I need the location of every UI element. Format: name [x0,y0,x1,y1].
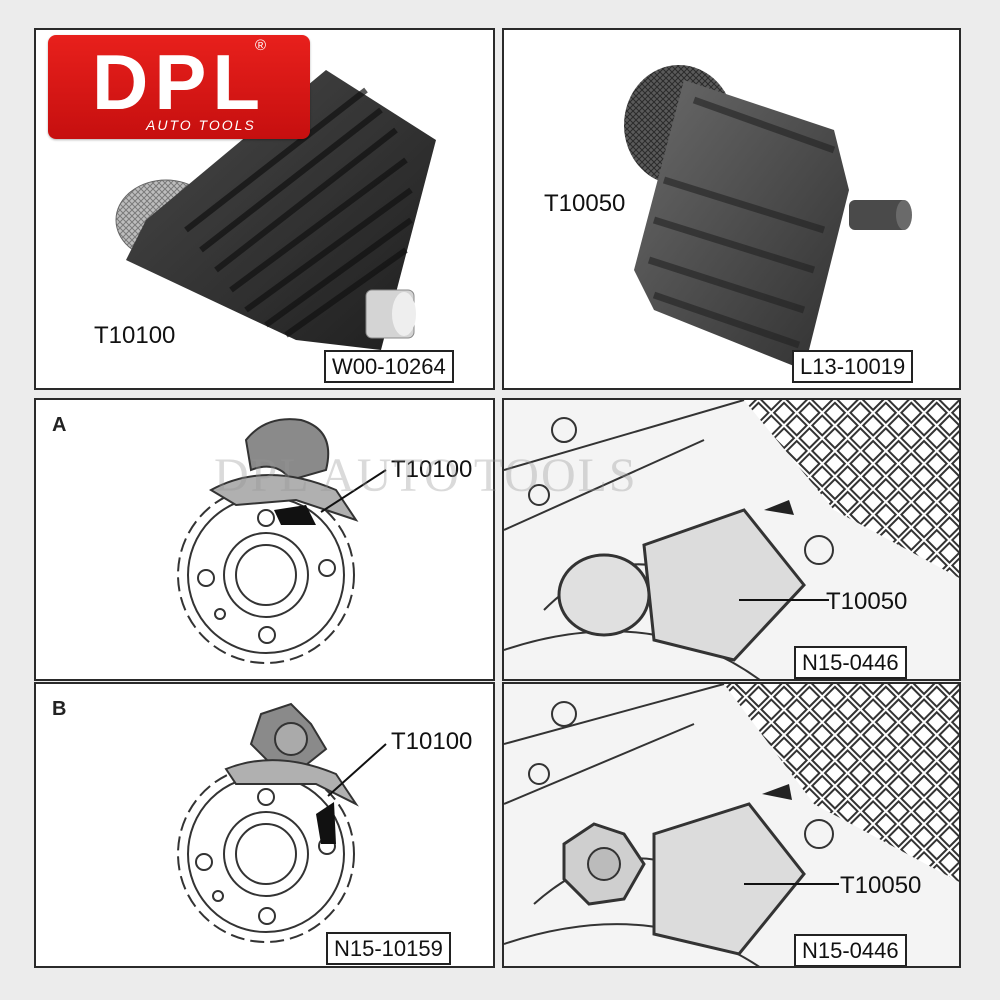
tool-label: T10050 [544,190,626,217]
diagram-letter: B [52,698,67,720]
part-code-badge: N15-0446 [794,646,907,679]
sprocket-diagram-b [177,702,387,943]
part-code-badge: N15-10159 [326,932,451,965]
logo-subtitle: AUTO TOOLS [146,117,256,133]
brand-logo: DPL ® AUTO TOOLS [48,35,310,139]
logo-text: DPL [92,38,266,126]
tool-callout-label: T10100 [391,456,473,483]
sprocket-diagram-a [177,418,387,664]
part-code-badge: L13-10019 [792,350,914,383]
part-code-badge: W00-10264 [324,350,454,383]
part-code-badge: N15-0446 [794,934,907,966]
panel-installation-view-1: T10050 N15-0446 [502,398,961,681]
panel-installation-view-2: T10050 N15-0446 [502,682,961,968]
tool-callout-label: T10050 [840,872,922,899]
tool-label: T10100 [94,322,176,349]
panel-diagram-a: A T10100 [34,398,495,681]
tool-callout-label: T10100 [391,728,473,755]
registered-mark: ® [254,37,266,54]
tool-t10050-image [624,65,912,370]
installation-image-1 [504,400,959,679]
panel-diagram-b: B T10100 N15-10159 [34,682,495,968]
installation-image-2 [504,684,959,966]
tool-callout-label: T10050 [826,588,908,615]
diagram-letter: A [52,414,67,436]
tool-t10100-image [115,70,436,350]
panel-tool-t10050-photo: T10050 L13-10019 [502,28,961,390]
